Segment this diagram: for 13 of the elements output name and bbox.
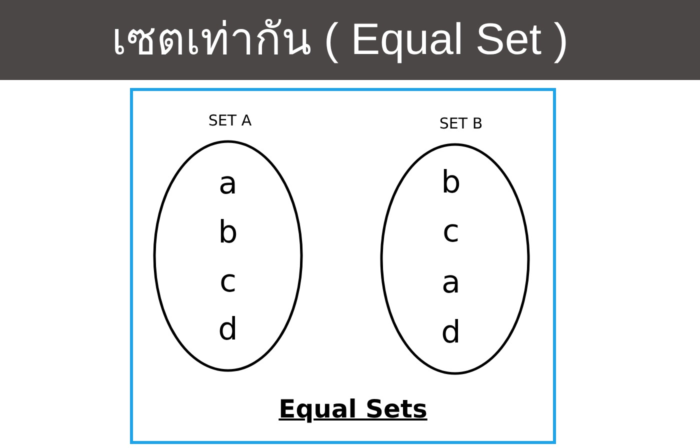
diagram-caption: Equal Sets [278, 396, 428, 422]
set-element: d [441, 318, 461, 348]
set-label: SET A [208, 114, 252, 128]
set-element: c [219, 266, 237, 298]
set-element: c [442, 216, 460, 248]
title-text: เซตเท่ากัน ( Equal Set ) [112, 18, 568, 62]
set-element: a [218, 168, 238, 200]
set-label: SET B [439, 116, 483, 132]
set-element: b [218, 218, 238, 248]
set-element: b [441, 168, 461, 198]
frame-box [130, 88, 556, 444]
set-element: a [442, 268, 460, 298]
set-element: d [218, 314, 238, 346]
